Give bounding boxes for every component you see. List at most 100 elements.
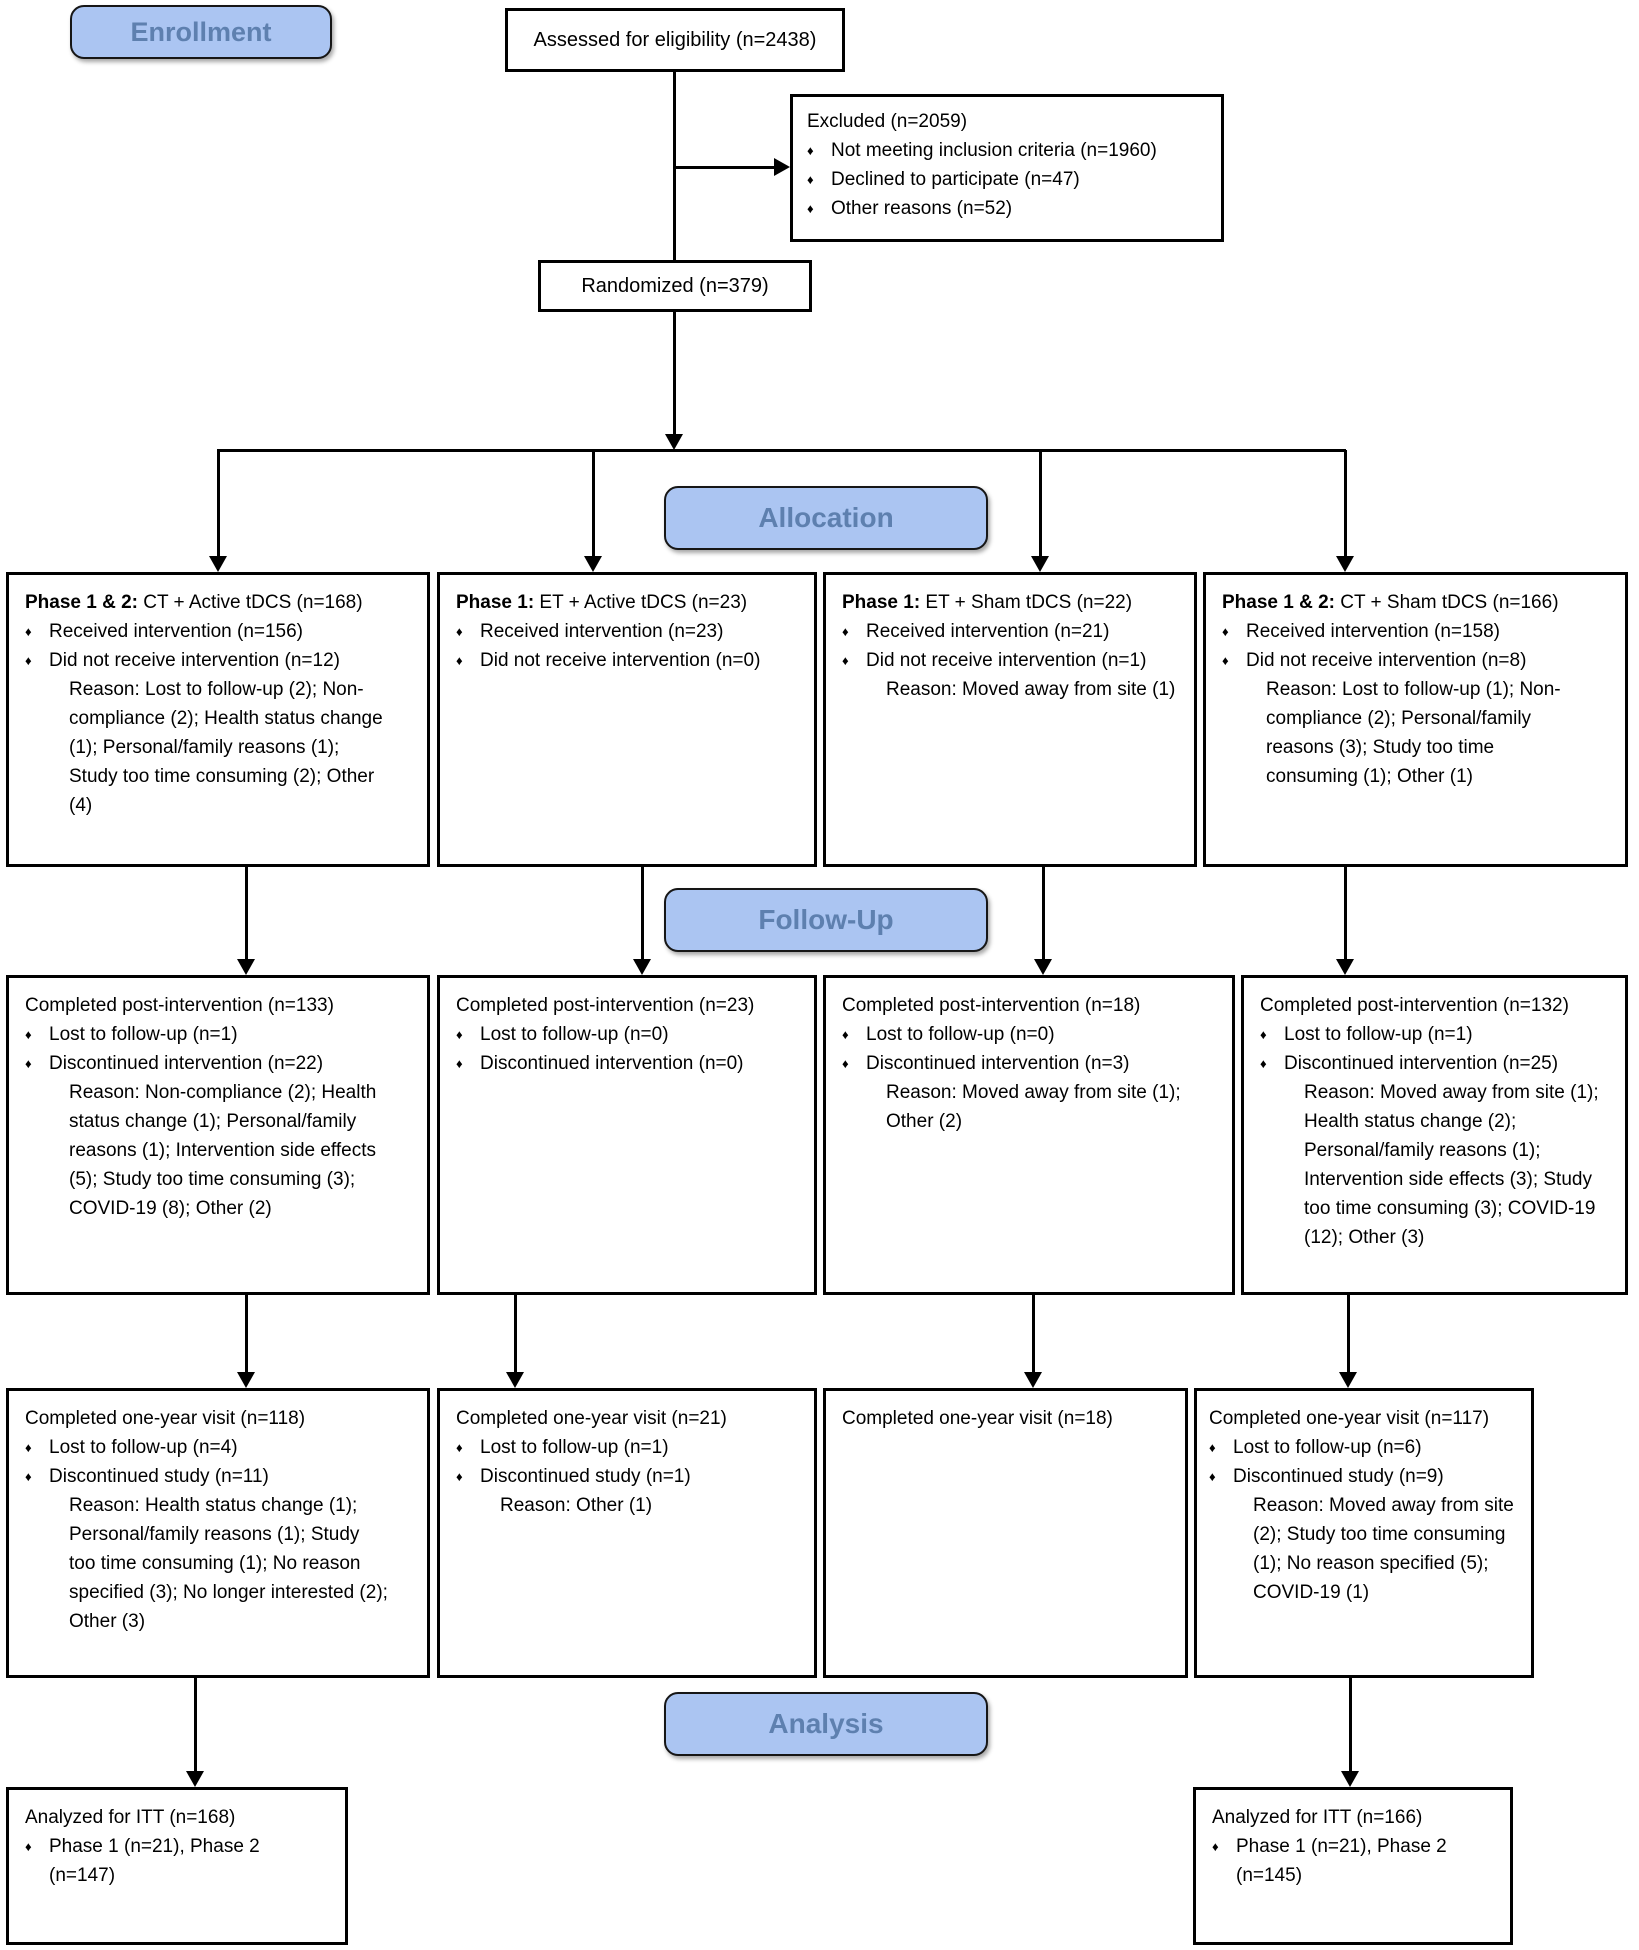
box-title: Completed one-year visit (n=118) bbox=[25, 1408, 306, 1429]
arrowhead-oneyear-1 bbox=[237, 1372, 255, 1388]
box-title-phase: Phase 1: bbox=[456, 592, 535, 613]
bullet-item: ♦ Received intervention (n=158) bbox=[1222, 617, 1609, 646]
connector-oneyear-analysis-1 bbox=[194, 1678, 197, 1773]
bullet-label: Discontinued study (n=11) bbox=[49, 1466, 269, 1487]
box-title: Completed post-intervention (n=133) bbox=[25, 995, 334, 1016]
bullet-label: Discontinued study (n=9) bbox=[1233, 1466, 1444, 1487]
arrowhead-alloc-1 bbox=[209, 556, 227, 572]
diamond-bullet-icon: ♦ bbox=[25, 1469, 32, 1484]
bullet-item: ♦Did not receive intervention (n=0) bbox=[456, 646, 798, 675]
reason-text: Reason: Lost to follow-up (2); Non-compl… bbox=[69, 679, 383, 816]
connector-branch-alloc-3 bbox=[1039, 450, 1042, 558]
randomized-label: Randomized (n=379) bbox=[581, 274, 769, 297]
diamond-bullet-icon: ♦ bbox=[1222, 653, 1229, 668]
arrowhead-followup-2 bbox=[633, 959, 651, 975]
box-title: Completed post-intervention (n=132) bbox=[1260, 995, 1569, 1016]
diamond-bullet-icon: ♦ bbox=[1212, 1839, 1219, 1854]
box-title: Analyzed for ITT (n=168) bbox=[25, 1807, 236, 1828]
diamond-bullet-icon: ♦ bbox=[842, 1027, 849, 1042]
bullet-label: Received intervention (n=156) bbox=[49, 621, 304, 642]
arrowhead-analysis-2 bbox=[1341, 1771, 1359, 1787]
bullet-label: Discontinued intervention (n=25) bbox=[1284, 1053, 1559, 1074]
bullet-label: Received intervention (n=21) bbox=[866, 621, 1110, 642]
arrowhead-excluded bbox=[774, 158, 790, 176]
oneyear-box-et-sham-tdcs: Completed one-year visit (n=18) bbox=[823, 1388, 1188, 1678]
diamond-bullet-icon: ♦ bbox=[807, 143, 814, 158]
reason-text: Reason: Lost to follow-up (1); Non-compl… bbox=[1266, 679, 1561, 787]
analysis-box-itt-166: Analyzed for ITT (n=166) ♦ Phase 1 (n=21)… bbox=[1193, 1787, 1513, 1945]
diamond-bullet-icon: ♦ bbox=[456, 1440, 463, 1455]
bullet-item: ♦Received intervention (n=23) bbox=[456, 617, 798, 646]
diamond-bullet-icon: ♦ bbox=[807, 172, 814, 187]
diamond-bullet-icon: ♦ bbox=[456, 1027, 463, 1042]
diamond-bullet-icon: ♦ bbox=[456, 624, 463, 639]
allocation-pill: Allocation bbox=[664, 486, 988, 550]
bullet-label: Received intervention (n=158) bbox=[1246, 621, 1501, 642]
arrowhead-oneyear-4 bbox=[1339, 1372, 1357, 1388]
box-title: Phase 1 & 2: CT + Sham tDCS (n=166) bbox=[1222, 588, 1609, 617]
bullet-label: Lost to follow-up (n=0) bbox=[480, 1024, 669, 1045]
connector-followup-oneyear-3 bbox=[1032, 1295, 1035, 1374]
arrowhead-oneyear-2 bbox=[506, 1372, 524, 1388]
assessed-box: Assessed for eligibility (n=2438) bbox=[505, 8, 845, 72]
diamond-bullet-icon: ♦ bbox=[456, 1469, 463, 1484]
arrowhead-alloc-2 bbox=[584, 556, 602, 572]
oneyear-box-et-active-tdcs: Completed one-year visit (n=21) ♦Lost to… bbox=[437, 1388, 817, 1678]
follow-up-pill-label: Follow-Up bbox=[758, 904, 894, 935]
bullet-label: Discontinued intervention (n=22) bbox=[49, 1053, 324, 1074]
reason-text: Reason: Moved away from site (1) bbox=[886, 679, 1176, 700]
box-title: Completed post-intervention (n=18) bbox=[842, 995, 1141, 1016]
excluded-item-label: Not meeting inclusion criteria (n=1960) bbox=[831, 140, 1157, 161]
analysis-box-itt-168: Analyzed for ITT (n=168) ♦Phase 1 (n=21)… bbox=[6, 1787, 348, 1945]
bullet-item: ♦Discontinued intervention (n=0) bbox=[456, 1049, 798, 1078]
diamond-bullet-icon: ♦ bbox=[25, 1440, 32, 1455]
randomized-box: Randomized (n=379) bbox=[538, 260, 812, 312]
bullet-item: ♦Did not receive intervention (n=8) bbox=[1222, 646, 1609, 675]
connector-branch-alloc-1 bbox=[217, 450, 220, 558]
diamond-bullet-icon: ♦ bbox=[842, 1056, 849, 1071]
box-title: Completed one-year visit (n=21) bbox=[456, 1408, 727, 1429]
bullet-label: Lost to follow-up (n=1) bbox=[1284, 1024, 1473, 1045]
bullet-item: ♦Discontinued study (n=1) bbox=[456, 1462, 798, 1491]
follow-up-pill: Follow-Up bbox=[664, 888, 988, 952]
diamond-bullet-icon: ♦ bbox=[1222, 624, 1229, 639]
box-title-rest: CT + Sham tDCS (n=166) bbox=[1335, 592, 1559, 613]
excluded-item: ♦ Other reasons (n=52) bbox=[807, 194, 1207, 223]
bullet-item: ♦Discontinued intervention (n=22) bbox=[25, 1049, 411, 1078]
arrowhead-followup-3 bbox=[1034, 959, 1052, 975]
excluded-title: Excluded (n=2059) bbox=[807, 111, 968, 132]
diamond-bullet-icon: ♦ bbox=[807, 201, 814, 216]
arrowhead-alloc-3 bbox=[1031, 556, 1049, 572]
bullet-item: ♦ Lost to follow-up (n=4) bbox=[25, 1433, 411, 1462]
bullet-item: ♦Lost to follow-up (n=1) bbox=[456, 1433, 798, 1462]
bullet-item: ♦ Phase 1 (n=21), Phase 2 (n=145) bbox=[1212, 1832, 1494, 1890]
connector-oneyear-analysis-2 bbox=[1349, 1678, 1352, 1773]
followup-box-et-active-tdcs: Completed post-intervention (n=23) ♦ Lost… bbox=[437, 975, 817, 1295]
reason-text: Reason: Non-compliance (2); Health statu… bbox=[69, 1082, 377, 1219]
box-title-rest: ET + Active tDCS (n=23) bbox=[534, 592, 748, 613]
followup-box-ct-sham-tdcs: Completed post-intervention (n=132) ♦Los… bbox=[1241, 975, 1628, 1295]
analysis-pill: Analysis bbox=[664, 1692, 988, 1756]
bullet-label: Discontinued intervention (n=3) bbox=[866, 1053, 1130, 1074]
excluded-box: Excluded (n=2059) ♦ Not meeting inclusio… bbox=[790, 94, 1224, 242]
bullet-item: ♦Lost to follow-up (n=1) bbox=[25, 1020, 411, 1049]
bullet-item: ♦Discontinued study (n=9) bbox=[1209, 1462, 1521, 1491]
connector-alloc-followup-2 bbox=[641, 867, 644, 961]
excluded-item-label: Declined to participate (n=47) bbox=[831, 169, 1080, 190]
bullet-label: Phase 1 (n=21), Phase 2 (n=147) bbox=[49, 1836, 260, 1886]
bullet-label: Lost to follow-up (n=4) bbox=[49, 1437, 238, 1458]
oneyear-box-ct-active-tdcs: Completed one-year visit (n=118) ♦ Lost t… bbox=[6, 1388, 430, 1678]
box-title: Analyzed for ITT (n=166) bbox=[1212, 1807, 1423, 1828]
bullet-label: Phase 1 (n=21), Phase 2 (n=145) bbox=[1236, 1836, 1447, 1886]
box-title-rest: ET + Sham tDCS (n=22) bbox=[920, 592, 1133, 613]
branch-line bbox=[217, 449, 1346, 452]
bullet-label: Lost to follow-up (n=6) bbox=[1233, 1437, 1422, 1458]
box-title-phase: Phase 1: bbox=[842, 592, 921, 613]
connector-followup-oneyear-2 bbox=[514, 1295, 517, 1374]
connector-branch-alloc-4 bbox=[1344, 450, 1347, 558]
box-title: Completed post-intervention (n=23) bbox=[456, 995, 755, 1016]
reason-text: Reason: Health status change (1); Person… bbox=[69, 1495, 388, 1632]
connector-alloc-followup-3 bbox=[1042, 867, 1045, 961]
diamond-bullet-icon: ♦ bbox=[25, 624, 32, 639]
